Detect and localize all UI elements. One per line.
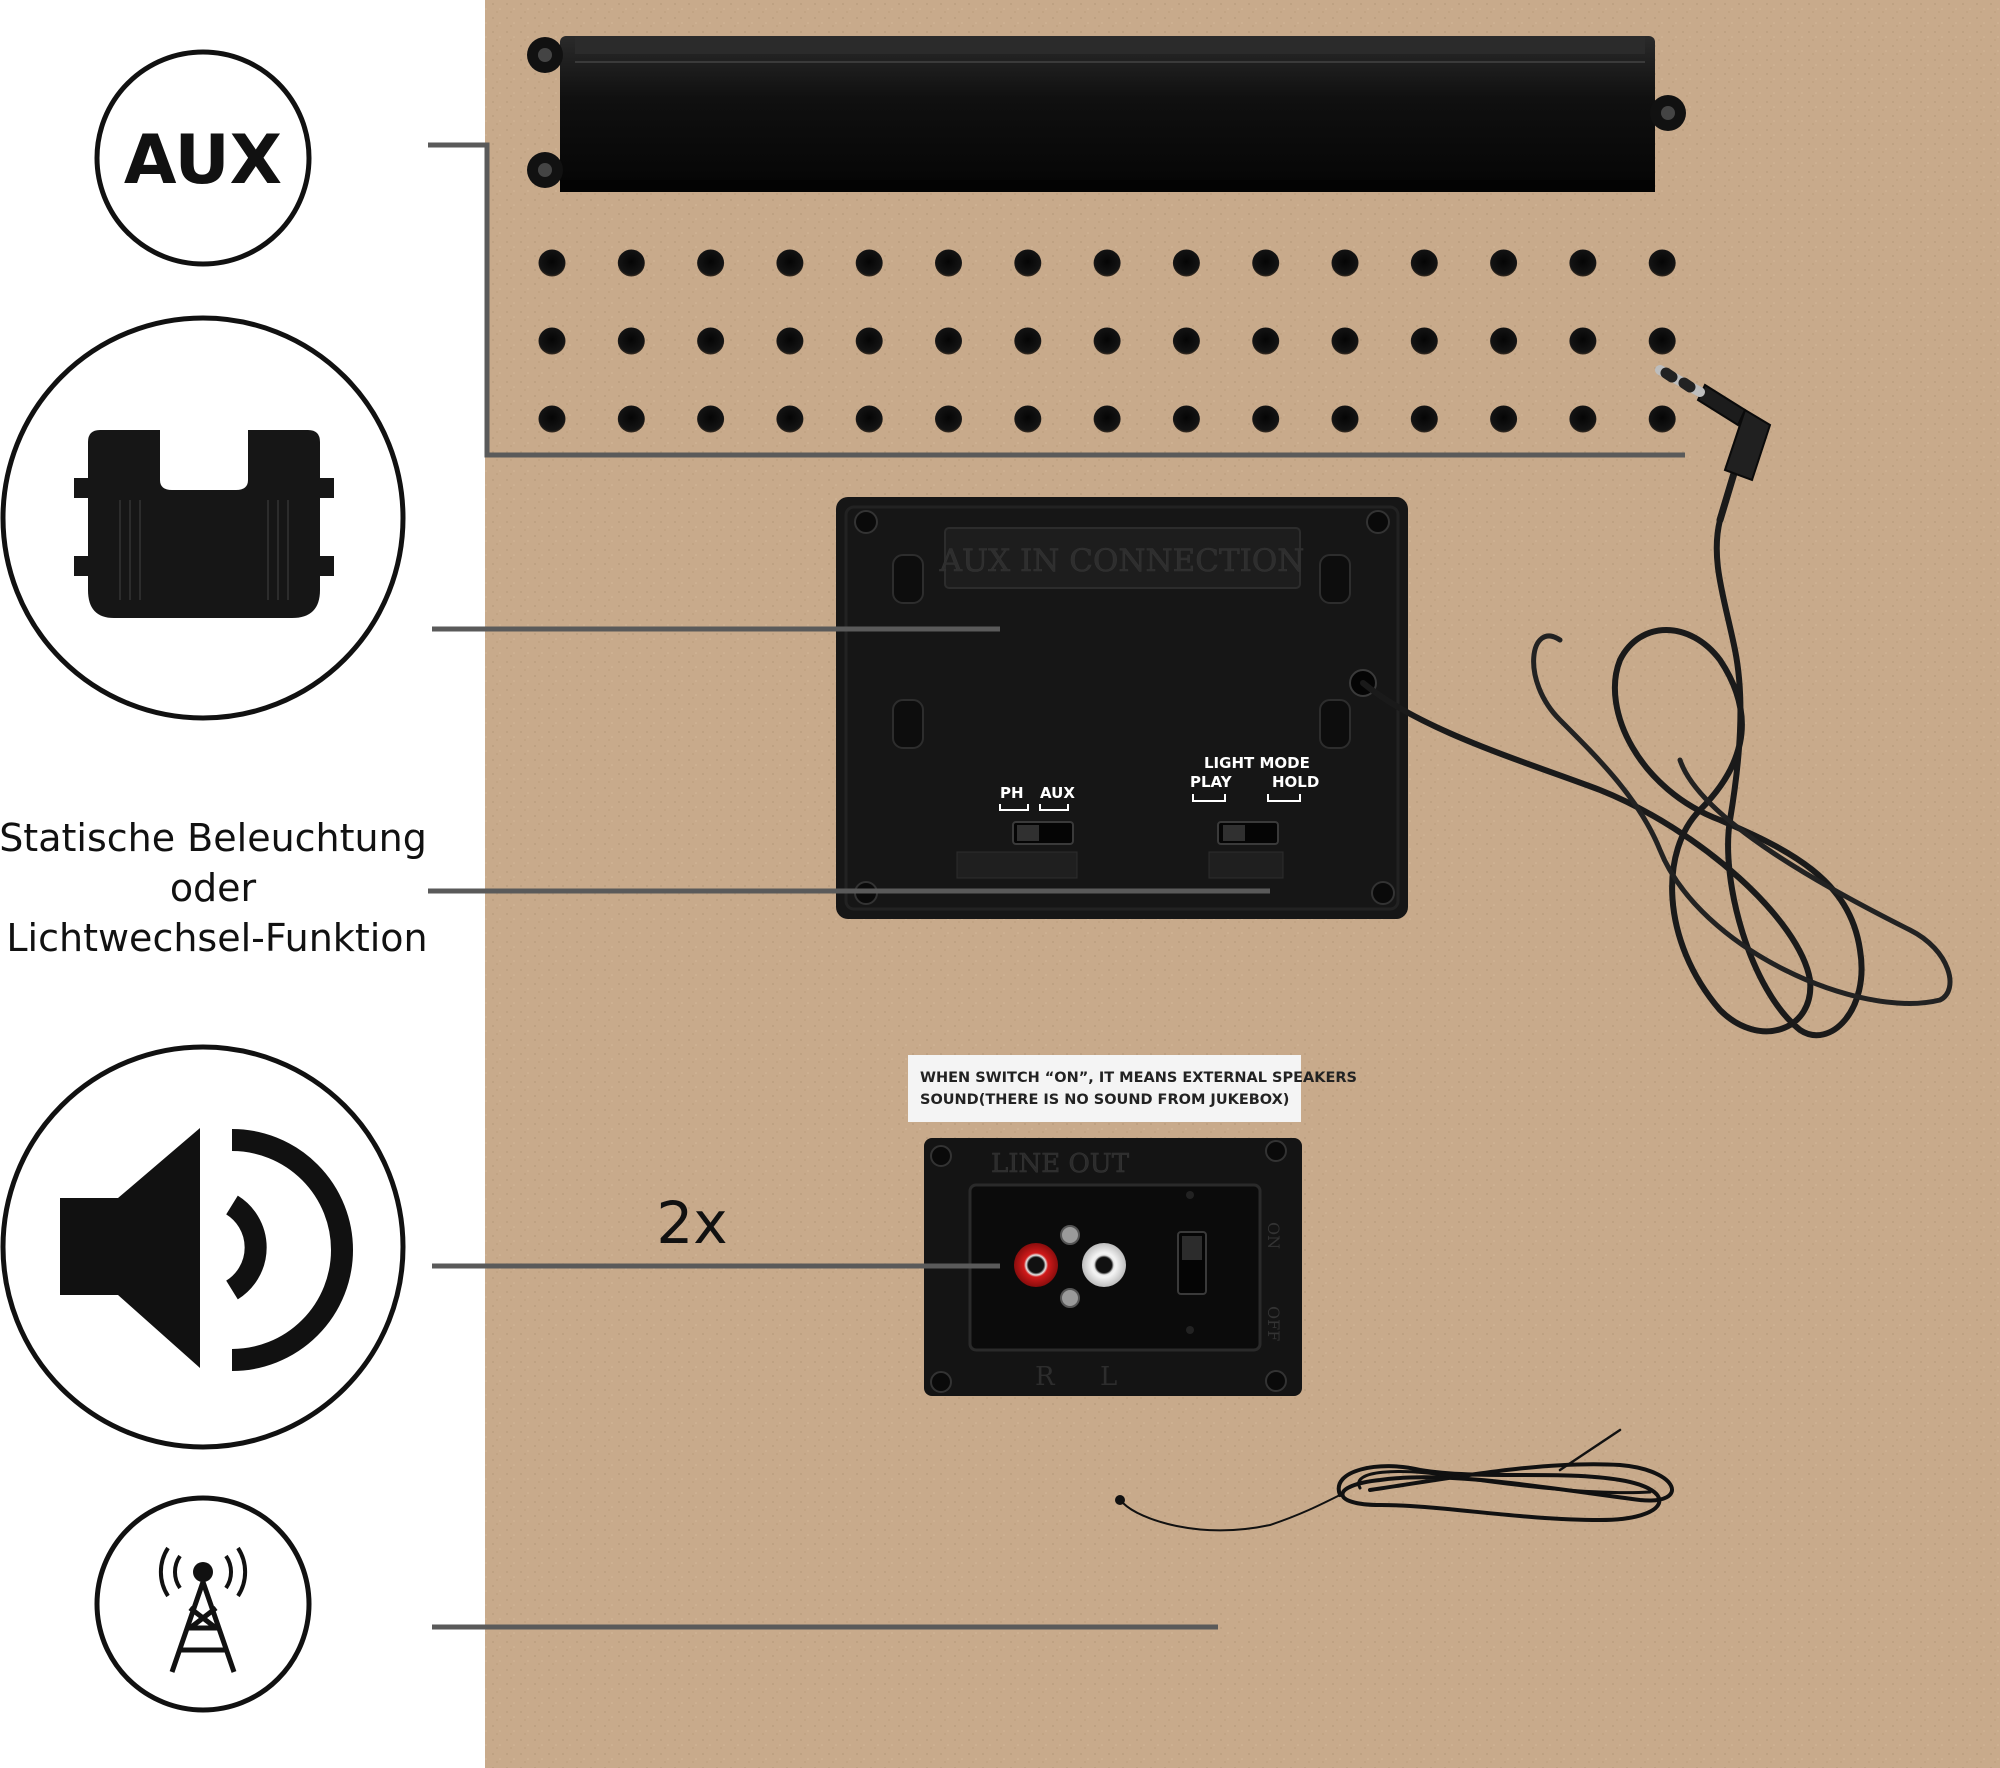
- vent-hole: [1648, 405, 1676, 433]
- off-label: OFF: [1264, 1306, 1283, 1341]
- line-out-label: LINE OUT: [991, 1149, 1130, 1179]
- play-label: PLAY: [1190, 773, 1233, 791]
- vent-holes: [538, 249, 1676, 433]
- antenna-wire: [1115, 1428, 1674, 1532]
- screw-icon: [1650, 95, 1686, 131]
- count-caption: 2x: [656, 1189, 727, 1257]
- left-channel-label: L: [1100, 1362, 1117, 1392]
- vent-hole: [935, 249, 962, 277]
- aux-cable: [1360, 365, 1953, 1039]
- aux-badge-label: AUX: [124, 121, 282, 200]
- vent-hole: [617, 405, 645, 433]
- vent-hole: [617, 327, 645, 355]
- right-channel-label: R: [1035, 1362, 1056, 1392]
- vent-hole: [538, 249, 566, 277]
- vent-hole: [935, 327, 962, 355]
- vent-hole: [1252, 327, 1280, 355]
- white-margin: [0, 0, 485, 1768]
- vent-hole: [538, 327, 566, 355]
- vent-hole: [1331, 405, 1359, 433]
- vent-hole: [1172, 405, 1200, 433]
- cable-holder-icon: [0, 315, 406, 721]
- vent-hole: [1490, 327, 1518, 355]
- vent-hole: [935, 405, 962, 433]
- warning-sticker: [908, 1055, 1301, 1122]
- line-out-panel: WHEN SWITCH “ON”, IT MEANS EXTERNAL SPEA…: [908, 1055, 1357, 1396]
- vent-hole: [1093, 405, 1121, 433]
- screw-icon: [930, 1145, 952, 1167]
- aux-in-panel: AUX IN CONNECTION PH AUX LIGHT MODE PLAY…: [836, 497, 1408, 919]
- vent-hole: [855, 405, 883, 433]
- vent-hole: [617, 249, 645, 277]
- screw-icon: [527, 152, 563, 188]
- vent-hole: [1093, 249, 1121, 277]
- aux-in-plate-label: AUX IN CONNECTION: [939, 543, 1305, 579]
- vent-hole: [776, 249, 804, 277]
- on-label: ON: [1264, 1222, 1283, 1249]
- antenna-icon: [94, 1495, 312, 1713]
- vent-hole: [1648, 327, 1676, 355]
- vent-hole: [1014, 405, 1042, 433]
- lighting-caption-line-3: Lichtwechsel-Funktion: [6, 916, 427, 960]
- light-mode-label: LIGHT MODE: [1204, 754, 1310, 772]
- screw-icon: [1371, 881, 1395, 905]
- vent-hole: [1490, 405, 1518, 433]
- vent-hole: [1252, 405, 1280, 433]
- vent-hole: [1410, 327, 1438, 355]
- vent-hole: [1172, 327, 1200, 355]
- vent-hole: [697, 405, 725, 433]
- vent-hole: [1014, 249, 1042, 277]
- screw-icon: [1265, 1140, 1287, 1162]
- sticker-line-1: WHEN SWITCH “ON”, IT MEANS EXTERNAL SPEA…: [920, 1070, 1357, 1086]
- vent-hole: [855, 249, 883, 277]
- vent-hole: [1410, 405, 1438, 433]
- speaker-icon: [0, 1044, 406, 1450]
- vent-hole: [855, 327, 883, 355]
- screw-icon: [854, 510, 878, 534]
- vent-hole: [538, 405, 566, 433]
- vent-hole: [1569, 327, 1597, 355]
- lighting-caption-line-1: Statische Beleuchtung: [0, 816, 427, 860]
- lighting-caption-line-2: oder: [170, 866, 257, 910]
- vent-hole: [1490, 249, 1518, 277]
- screw-icon: [1265, 1370, 1287, 1392]
- vent-hole: [1252, 249, 1280, 277]
- sticker-line-2: SOUND(THERE IS NO SOUND FROM JUKEBOX): [920, 1092, 1289, 1108]
- aux-badge-icon: AUX: [94, 49, 312, 267]
- vent-hole: [1331, 249, 1359, 277]
- screw-icon: [930, 1371, 952, 1393]
- hold-label: HOLD: [1272, 773, 1319, 791]
- rca-jack-white[interactable]: [1082, 1243, 1126, 1287]
- vent-hole: [1410, 249, 1438, 277]
- vent-hole: [697, 249, 725, 277]
- leader-lines: [428, 142, 1685, 1630]
- vent-hole: [1569, 405, 1597, 433]
- aux-switch-label: AUX: [1040, 784, 1075, 802]
- ph-label: PH: [1000, 784, 1024, 802]
- vent-hole: [776, 327, 804, 355]
- rca-jack-red[interactable]: [1014, 1243, 1058, 1287]
- vent-hole: [697, 327, 725, 355]
- screw-icon: [1366, 510, 1390, 534]
- screw-icon: [527, 37, 563, 73]
- vent-hole: [1014, 327, 1042, 355]
- vent-hole: [1648, 249, 1676, 277]
- vent-hole: [1569, 249, 1597, 277]
- vent-hole: [1331, 327, 1359, 355]
- speaker-bar: [527, 36, 1686, 192]
- vent-hole: [1093, 327, 1121, 355]
- vent-hole: [776, 405, 804, 433]
- vent-hole: [1172, 249, 1200, 277]
